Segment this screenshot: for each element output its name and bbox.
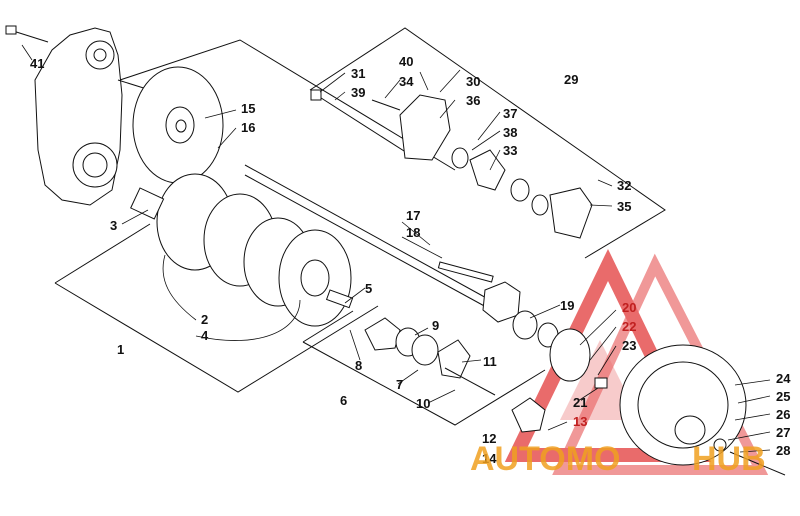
leader-lines <box>21 44 771 453</box>
group-outlines <box>54 27 666 426</box>
callout-7: 7 <box>396 377 403 392</box>
watermark-text: AUTOMO HUB <box>470 440 766 478</box>
callout-40: 40 <box>399 54 413 69</box>
callout-6: 6 <box>340 393 347 408</box>
callout-14: 14 <box>482 451 497 466</box>
callout-34: 34 <box>399 74 414 89</box>
callout-20: 20 <box>622 300 636 315</box>
callout-30: 30 <box>466 74 480 89</box>
bearing-housing-assembly <box>364 317 496 396</box>
callout-16: 16 <box>241 120 255 135</box>
callout-35: 35 <box>617 199 631 214</box>
brake-disc <box>132 66 224 184</box>
callout-17: 17 <box>406 208 420 223</box>
callout-26: 26 <box>776 407 790 422</box>
callout-37: 37 <box>503 106 517 121</box>
callout-41: 41 <box>30 56 44 71</box>
callout-9: 9 <box>432 318 439 333</box>
callout-25: 25 <box>776 389 790 404</box>
drive-shaft <box>244 164 494 309</box>
callout-1: 1 <box>117 342 124 357</box>
callout-33: 33 <box>503 143 517 158</box>
callout-31: 31 <box>351 66 365 81</box>
callout-24: 24 <box>776 371 791 386</box>
callout-15: 15 <box>241 101 255 116</box>
callout-3: 3 <box>110 218 117 233</box>
right-bearing-housing <box>482 281 608 389</box>
callout-29: 29 <box>564 72 578 87</box>
watermark-text-right: HUB <box>692 440 766 478</box>
callout-22: 22 <box>622 319 636 334</box>
callout-4: 4 <box>201 328 209 343</box>
callout-5: 5 <box>365 281 372 296</box>
callout-2: 2 <box>201 312 208 327</box>
callout-36: 36 <box>466 93 480 108</box>
drive-sprocket-assembly <box>130 173 354 327</box>
callout-39: 39 <box>351 85 365 100</box>
callout-labels: 1 2 3 4 5 6 7 8 9 10 11 12 13 14 15 16 1… <box>30 54 791 466</box>
gearcase-housing <box>5 25 151 206</box>
watermark-text-left: AUTOMO <box>470 440 620 478</box>
callout-10: 10 <box>416 396 430 411</box>
callout-19: 19 <box>560 298 574 313</box>
callout-23: 23 <box>622 338 636 353</box>
callout-21: 21 <box>573 395 587 410</box>
callout-12: 12 <box>482 431 496 446</box>
callout-32: 32 <box>617 178 631 193</box>
callout-27: 27 <box>776 425 790 440</box>
callout-18: 18 <box>406 225 420 240</box>
callout-8: 8 <box>355 358 362 373</box>
brake-caliper-assembly <box>310 89 593 239</box>
callout-38: 38 <box>503 125 517 140</box>
callout-28: 28 <box>776 443 790 458</box>
callout-11: 11 <box>483 354 497 369</box>
callout-13: 13 <box>573 414 587 429</box>
chaincase-cover <box>511 344 786 476</box>
